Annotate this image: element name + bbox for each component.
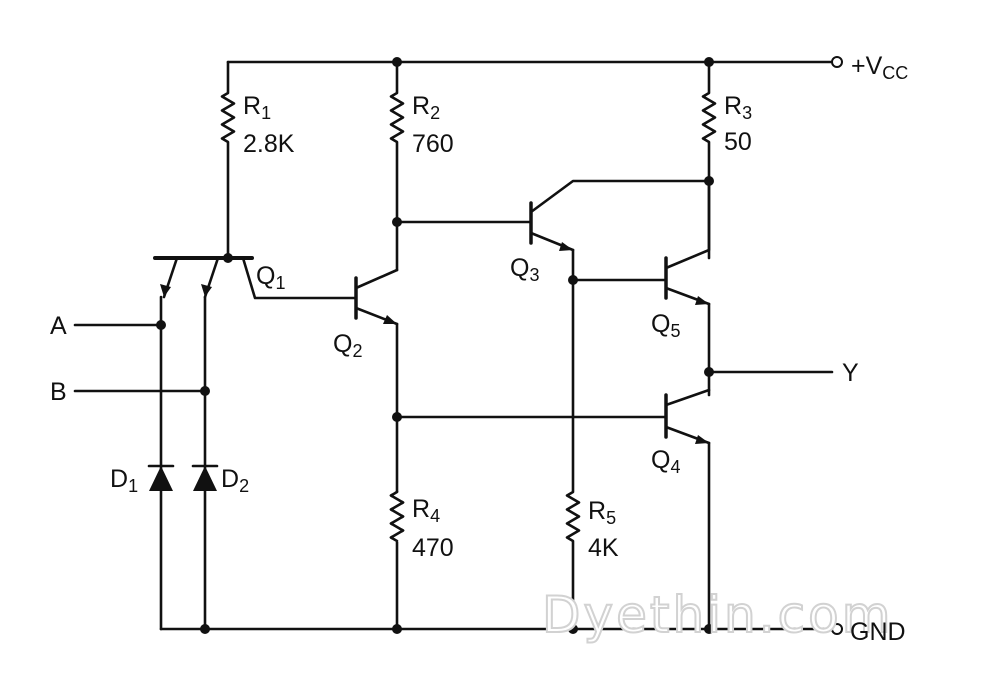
r3-label: R3 — [724, 92, 752, 123]
r3-value: 50 — [724, 128, 752, 156]
r4-value: 470 — [412, 534, 454, 562]
transistor-q5 — [664, 179, 711, 397]
r5-value: 4K — [588, 534, 619, 562]
vcc-terminal — [831, 56, 843, 68]
d2-label: D2 — [221, 465, 249, 496]
input-a-label: A — [50, 312, 67, 340]
diode-d1 — [147, 464, 175, 491]
r5-label: R5 — [588, 497, 616, 528]
r2-label: R2 — [412, 92, 440, 123]
r1-label: R1 — [243, 92, 271, 123]
vcc-label: +VCC — [851, 52, 908, 83]
input-lines — [73, 295, 207, 631]
resistor-r4 — [389, 490, 405, 543]
transistor-q1 — [153, 256, 358, 300]
transistor-q4 — [664, 388, 711, 631]
q2-label: Q2 — [333, 330, 362, 361]
transistor-q2 — [354, 268, 399, 631]
diode-d2 — [191, 464, 219, 491]
d1-label: D1 — [110, 465, 138, 496]
r4-label: R4 — [412, 495, 440, 526]
input-b-label: B — [50, 378, 67, 406]
r1-value: 2.8K — [243, 130, 295, 158]
q4-label: Q4 — [651, 446, 680, 477]
q5-label: Q5 — [651, 310, 680, 341]
r2-value: 760 — [412, 130, 454, 158]
gnd-label: GND — [850, 618, 906, 646]
resistor-r2 — [389, 60, 405, 272]
output-y-label: Y — [842, 359, 859, 387]
resistor-r1 — [220, 60, 236, 260]
transistor-q3 — [529, 179, 711, 631]
watermark: Dyethin.com — [542, 586, 893, 644]
junction-dots — [156, 57, 714, 634]
q1-label: Q1 — [256, 262, 285, 293]
gnd-terminal — [831, 623, 843, 635]
q3-label: Q3 — [510, 254, 539, 285]
resistor-r3 — [701, 60, 717, 260]
